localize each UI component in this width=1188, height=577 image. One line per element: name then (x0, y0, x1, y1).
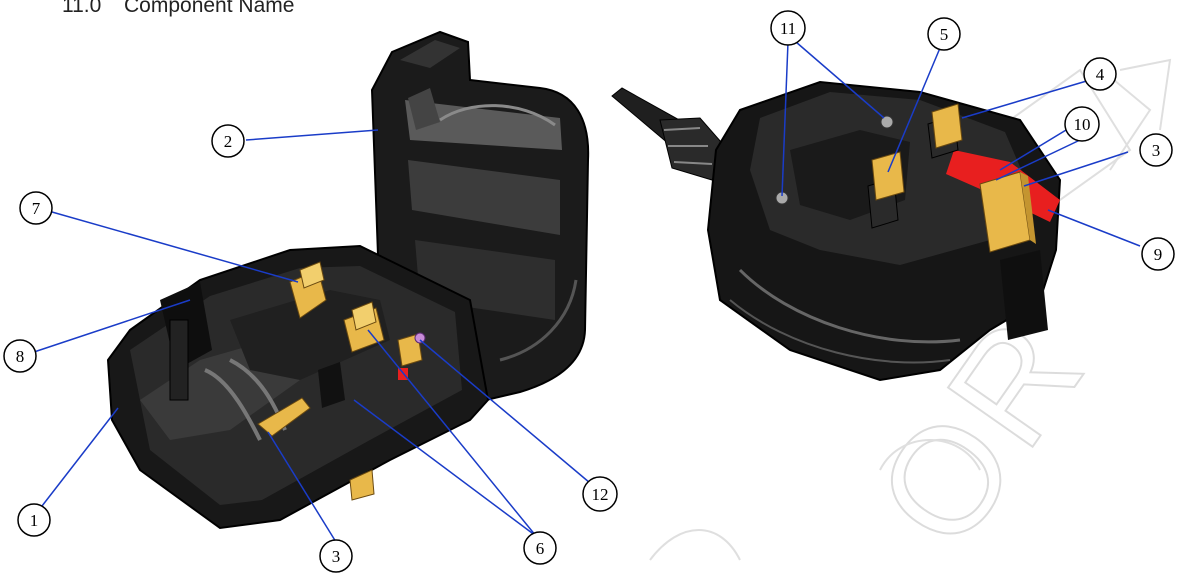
section-title: Component Name (124, 0, 295, 17)
callout-11: 11 (770, 10, 806, 46)
callout-8: 8 (3, 339, 37, 373)
callout-7: 7 (19, 191, 53, 225)
brass-fuse-clip-3 (257, 397, 311, 437)
svg-text:7: 7 (32, 199, 41, 218)
callout-3-right: 3 (1139, 133, 1173, 167)
section-heading: 11.0 Component Name (62, 0, 294, 18)
svg-text:3: 3 (332, 547, 341, 566)
pin-4 (927, 103, 963, 159)
svg-text:11: 11 (780, 19, 796, 38)
callout-12: 12 (582, 476, 618, 512)
svg-text:8: 8 (16, 347, 25, 366)
section-number: 11.0 (62, 0, 102, 17)
open-plug (106, 30, 590, 530)
callouts: 2 7 8 1 3 6 12 11 (3, 10, 1175, 573)
svg-text:6: 6 (536, 539, 545, 558)
svg-text:12: 12 (592, 485, 609, 504)
callout-2: 2 (211, 124, 245, 158)
callout-6: 6 (523, 531, 557, 565)
svg-text:10: 10 (1074, 115, 1091, 134)
svg-text:9: 9 (1154, 245, 1163, 264)
callout-9: 9 (1141, 237, 1175, 271)
svg-text:4: 4 (1096, 65, 1105, 84)
leader-lines (33, 41, 1141, 543)
svg-text:1: 1 (30, 511, 39, 530)
svg-text:2: 2 (224, 132, 233, 151)
callout-5: 5 (927, 17, 961, 51)
svg-text:5: 5 (940, 25, 949, 44)
callout-10: 10 (1064, 106, 1100, 142)
pin-5 (867, 151, 905, 229)
callout-4: 4 (1083, 57, 1117, 91)
closed-plug (611, 80, 1062, 382)
callout-3-left: 3 (319, 539, 353, 573)
svg-text:3: 3 (1152, 141, 1161, 160)
pin-3-earth (979, 171, 1036, 253)
callout-1: 1 (17, 503, 51, 537)
